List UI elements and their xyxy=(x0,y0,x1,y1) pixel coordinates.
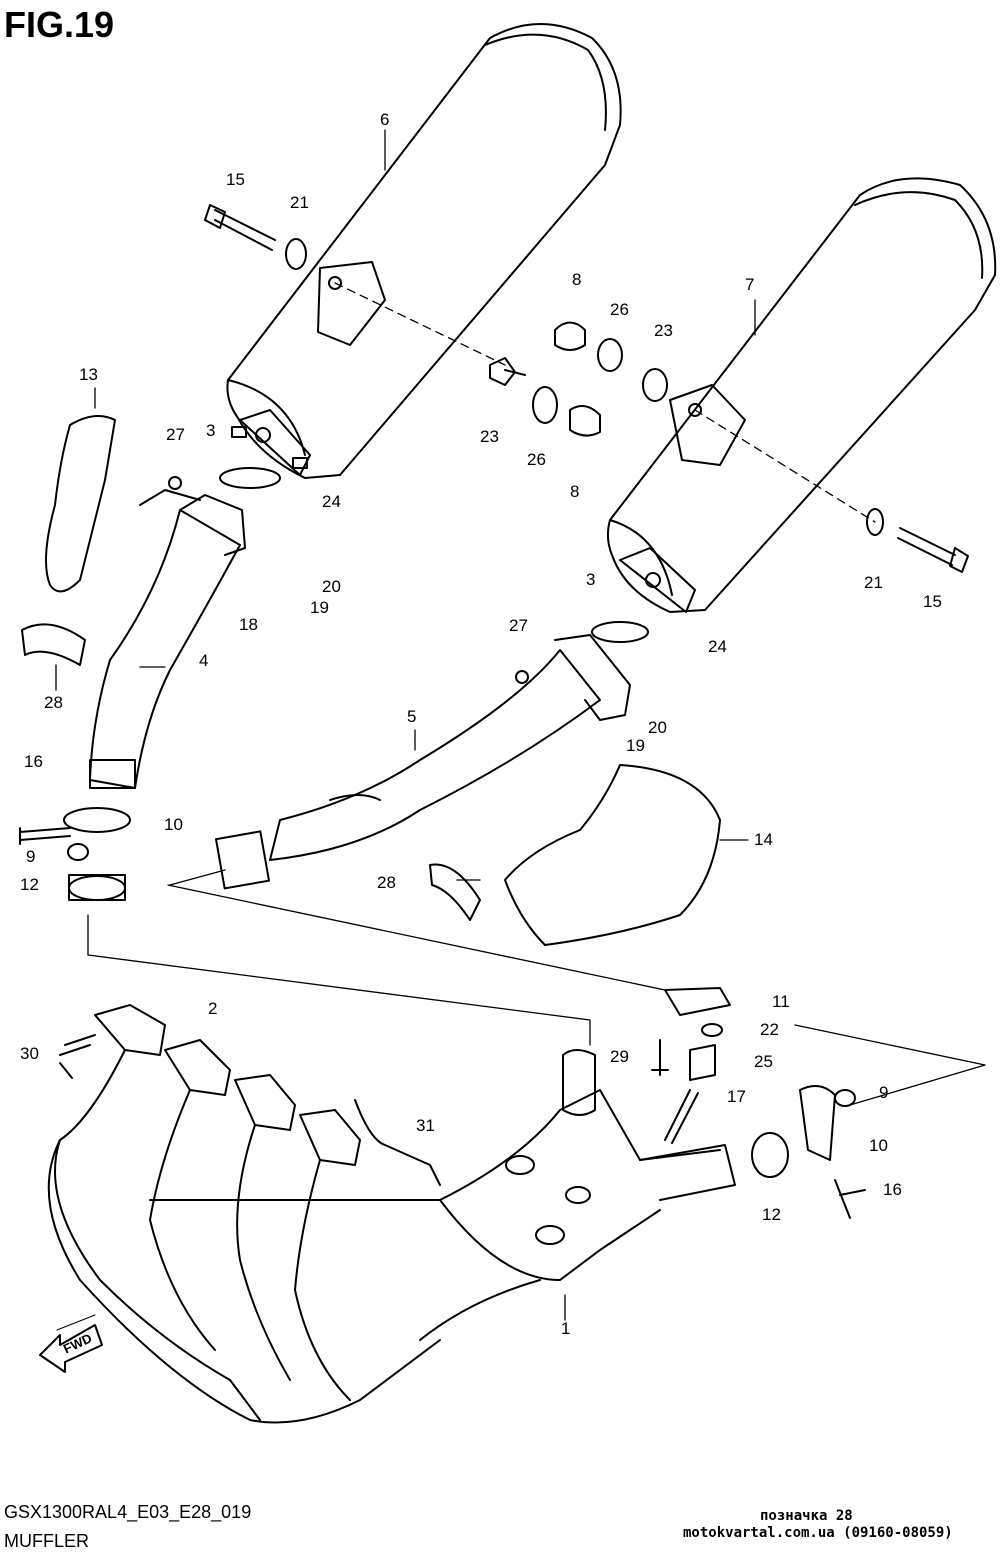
callout-number: 5 xyxy=(407,707,416,726)
callout-number: 2 xyxy=(208,999,217,1018)
callout-number: 31 xyxy=(416,1116,435,1135)
callout-number: 1 xyxy=(561,1319,570,1338)
callout-number: 28 xyxy=(44,693,63,712)
callout-number: 7 xyxy=(745,275,754,294)
callout-number: 15 xyxy=(226,170,245,189)
callout-number: 8 xyxy=(572,270,581,289)
callout-number: 21 xyxy=(864,573,883,592)
callout-number: 20 xyxy=(648,718,667,737)
left-muffler xyxy=(226,23,622,479)
callout-number: 6 xyxy=(380,110,389,129)
hardware-parts xyxy=(19,204,969,1219)
right-muffler xyxy=(606,177,997,613)
figure-title: FIG.19 xyxy=(4,4,115,45)
callout-labels: 6 15 21 8 26 23 7 23 26 8 13 27 3 24 20 … xyxy=(20,110,942,1338)
model-code: GSX1300RAL4_E03_E28_019 xyxy=(4,1502,252,1522)
watermark-line-2: motokvartal.com.ua (09160-08059) xyxy=(683,1525,953,1541)
callout-number: 28 xyxy=(377,873,396,892)
callout-number: 12 xyxy=(762,1205,781,1224)
callout-number: 27 xyxy=(166,425,185,444)
callout-number: 8 xyxy=(570,482,579,501)
callout-number: 19 xyxy=(626,736,645,755)
callout-number: 21 xyxy=(290,193,309,212)
fwd-arrow xyxy=(39,1324,103,1373)
callout-number: 23 xyxy=(654,321,673,340)
callout-number: 9 xyxy=(26,847,35,866)
callout-number: 24 xyxy=(322,492,341,511)
watermark-line-1: позначка 28 xyxy=(760,1508,853,1524)
callout-number: 10 xyxy=(164,815,183,834)
callout-number: 17 xyxy=(727,1087,746,1106)
right-link-pipe xyxy=(214,634,631,890)
exhaust-header-assembly xyxy=(47,1004,736,1424)
callout-number: 22 xyxy=(760,1020,779,1039)
heat-shield-right xyxy=(504,764,721,946)
callout-number: 16 xyxy=(883,1180,902,1199)
callout-number: 26 xyxy=(610,300,629,319)
fwd-label: FWD xyxy=(61,1330,94,1356)
heat-shield-left xyxy=(45,415,116,593)
callout-number: 9 xyxy=(879,1083,888,1102)
callout-number: 11 xyxy=(772,992,790,1011)
callout-number: 12 xyxy=(20,875,39,894)
callout-number: 24 xyxy=(708,637,727,656)
callout-number: 29 xyxy=(610,1047,629,1066)
callout-number: 18 xyxy=(239,615,258,634)
callout-number: 13 xyxy=(79,365,98,384)
callout-number: 3 xyxy=(586,570,595,589)
callout-number: 20 xyxy=(322,577,341,596)
callout-number: 3 xyxy=(206,421,215,440)
callout-number: 25 xyxy=(754,1052,773,1071)
callout-number: 26 xyxy=(527,450,546,469)
leader-lines xyxy=(55,129,986,1321)
callout-number: 23 xyxy=(480,427,499,446)
callout-number: 19 xyxy=(310,598,329,617)
callout-number: 16 xyxy=(24,752,43,771)
callout-number: 10 xyxy=(869,1136,888,1155)
section-name: MUFFLER xyxy=(4,1531,89,1551)
callout-number: 30 xyxy=(20,1044,39,1063)
callout-number: 4 xyxy=(199,651,208,670)
callout-number: 27 xyxy=(509,616,528,635)
callout-number: 14 xyxy=(754,830,773,849)
callout-number: 15 xyxy=(923,592,942,611)
left-link-pipe xyxy=(89,489,246,789)
